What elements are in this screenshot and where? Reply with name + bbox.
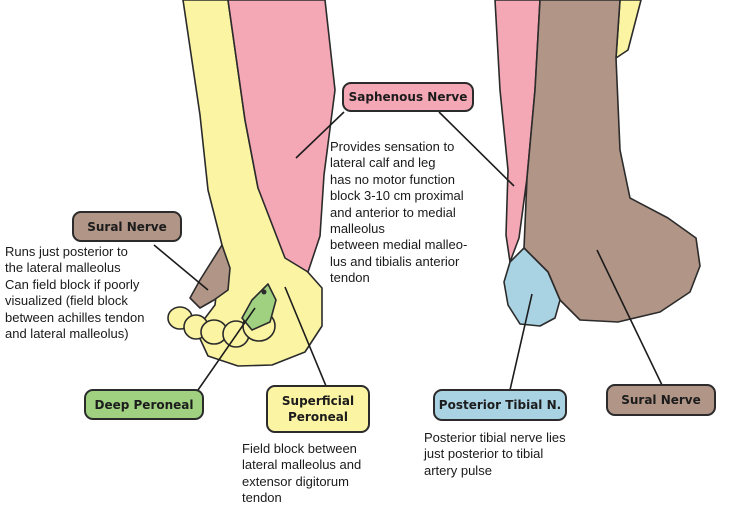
sural-front-leader bbox=[154, 245, 208, 290]
sural-note: Runs just posterior to the lateral malle… bbox=[5, 244, 145, 342]
saphenous-nerve-label: Saphenous Nerve bbox=[342, 82, 474, 112]
superficial-peroneal-label: Superficial Peroneal bbox=[266, 385, 370, 433]
saphenous-note: Provides sensation to lateral calf and l… bbox=[330, 139, 467, 287]
toenail-mark bbox=[262, 290, 267, 295]
posterior-tibial-label: Posterior Tibial N. bbox=[433, 389, 567, 421]
sural-nerve-label-front: Sural Nerve bbox=[72, 211, 182, 242]
superficial-peroneal-note: Field block between lateral malleolus an… bbox=[242, 441, 361, 507]
back-leg-sural-region bbox=[524, 0, 700, 322]
front-foot-illustration bbox=[168, 0, 335, 366]
back-foot-illustration bbox=[495, 0, 700, 326]
sural-nerve-label-back: Sural Nerve bbox=[606, 384, 716, 416]
deep-peroneal-label: Deep Peroneal bbox=[84, 389, 204, 420]
posterior-tibial-note: Posterior tibial nerve lies just posteri… bbox=[424, 430, 566, 479]
